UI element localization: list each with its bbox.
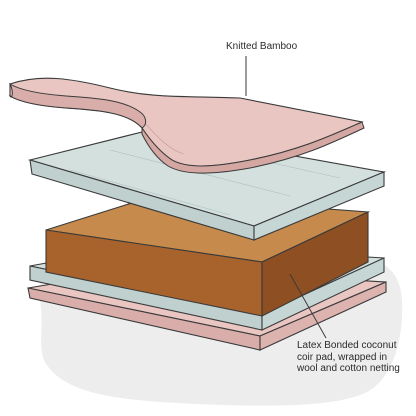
label-coconut-coir-line-2: coir pad, wrapped in xyxy=(297,351,388,363)
knitted-bamboo-topper xyxy=(8,77,365,174)
label-coconut-coir: Latex Bonded coconut coir pad, wrapped i… xyxy=(297,340,409,375)
leader-line-bottom xyxy=(289,273,327,339)
upper-foam-layer xyxy=(27,129,386,241)
label-coconut-coir-line-3: wool and cotton netting xyxy=(297,363,400,374)
label-knitted-bamboo: Knitted Bamboo xyxy=(226,41,298,52)
label-coconut-coir-line-1: Latex Bonded coconut xyxy=(297,340,397,351)
